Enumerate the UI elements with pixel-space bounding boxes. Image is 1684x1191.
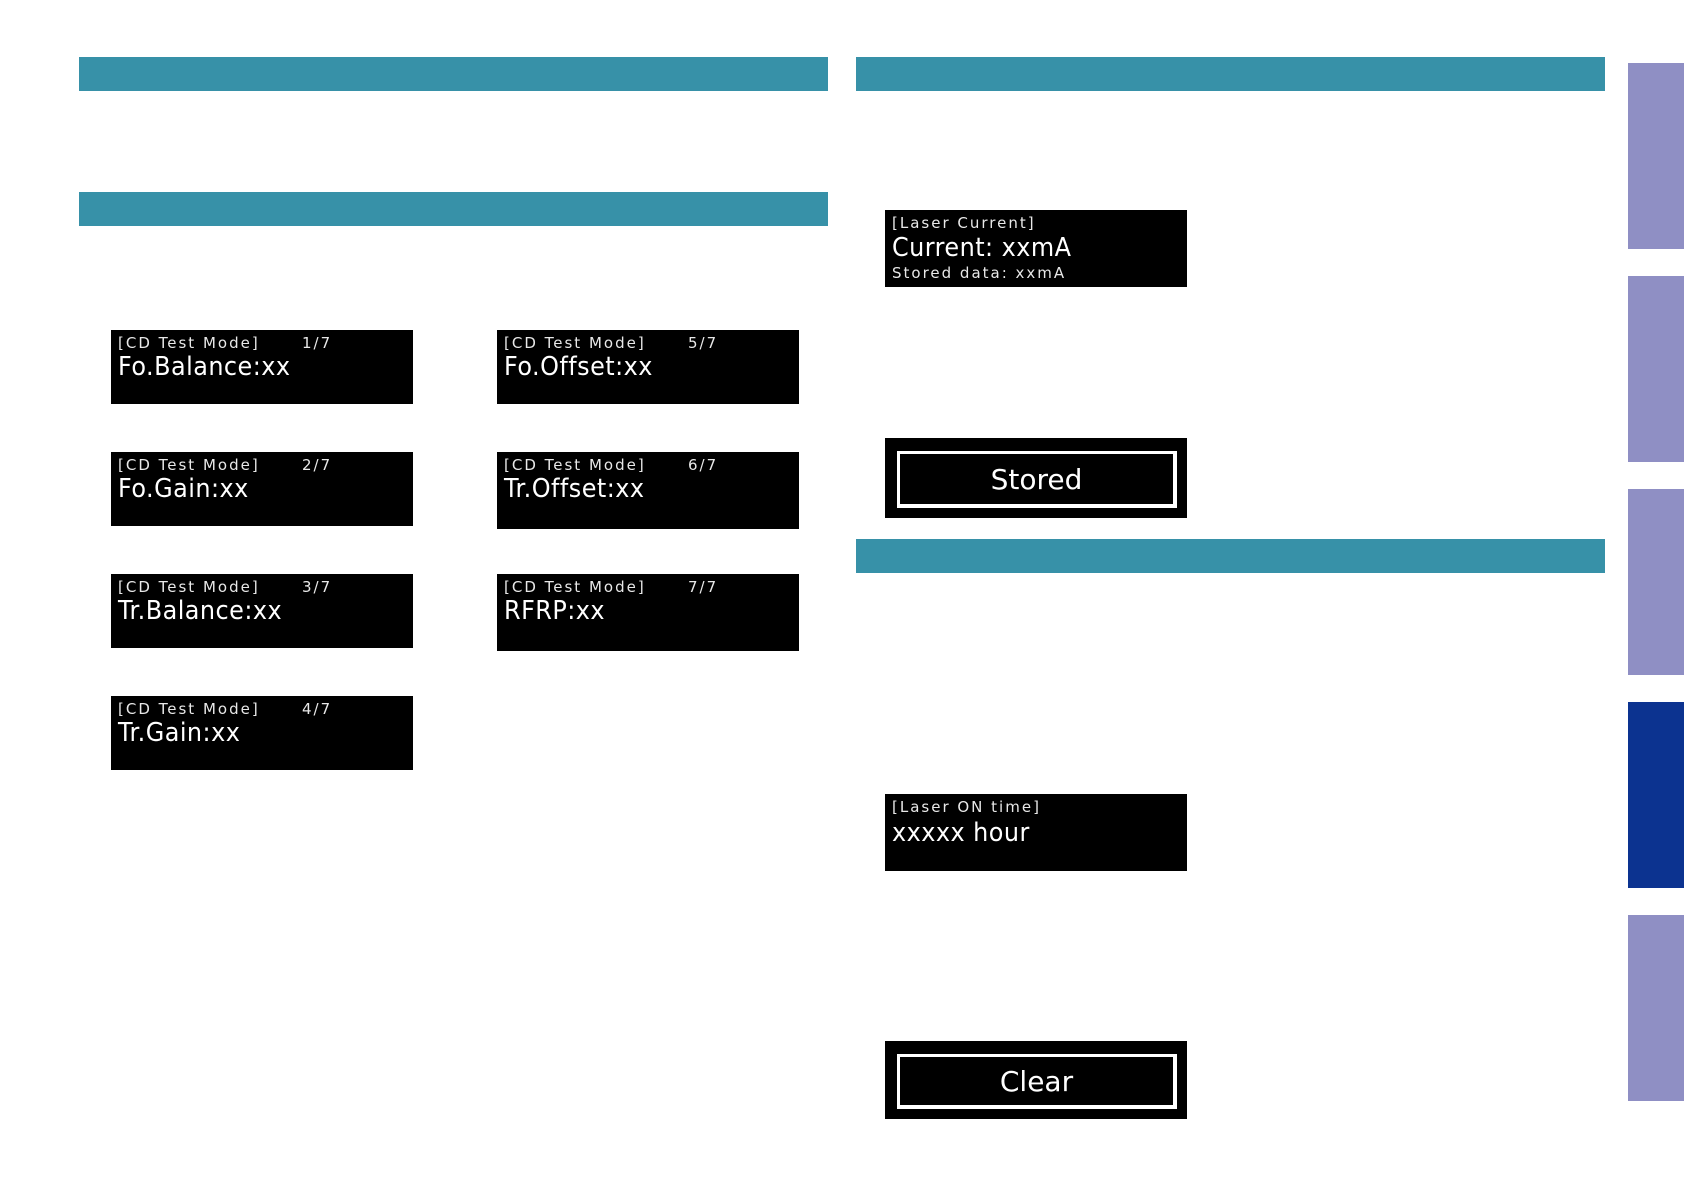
screen-header: [CD Test Mode] — [118, 578, 260, 596]
laser-current-screen: [Laser Current] Current: xxmA Stored dat… — [885, 210, 1187, 287]
screen-page: 7/7 — [688, 578, 719, 596]
screen-header: [CD Test Mode] — [504, 456, 646, 474]
screen-page: 5/7 — [688, 334, 719, 352]
screen-page: 4/7 — [302, 700, 333, 718]
section-bar-right-laser-on-time — [856, 539, 1605, 573]
stored-screen: Stored — [885, 438, 1187, 518]
screen-header: [CD Test Mode] — [504, 334, 646, 352]
laser-current-value: Current: xxmA — [892, 233, 1072, 263]
side-tab-3[interactable] — [1628, 489, 1684, 675]
screen-header: [CD Test Mode] — [504, 578, 646, 596]
laser-current-stored-data: Stored data: xxmA — [892, 264, 1067, 282]
screen-value: Tr.Gain:xx — [118, 718, 241, 748]
screen-header: [CD Test Mode] — [118, 334, 260, 352]
side-tab-4-active[interactable] — [1628, 702, 1684, 888]
cd-test-screen-1: [CD Test Mode] 1/7 Fo.Balance:xx — [111, 330, 413, 404]
screen-header: [CD Test Mode] — [118, 700, 260, 718]
screen-page: 1/7 — [302, 334, 333, 352]
clear-screen: Clear — [885, 1041, 1187, 1119]
screen-value: Fo.Gain:xx — [118, 474, 249, 504]
cd-test-screen-6: [CD Test Mode] 6/7 Tr.Offset:xx — [497, 452, 799, 529]
cd-test-screen-2: [CD Test Mode] 2/7 Fo.Gain:xx — [111, 452, 413, 526]
screen-page: 6/7 — [688, 456, 719, 474]
screen-value: Fo.Balance:xx — [118, 352, 291, 382]
cd-test-screen-4: [CD Test Mode] 4/7 Tr.Gain:xx — [111, 696, 413, 770]
screen-header: [CD Test Mode] — [118, 456, 260, 474]
section-bar-left-top — [79, 57, 828, 91]
screen-value: RFRP:xx — [504, 596, 606, 626]
laser-on-time-value: xxxxx hour — [892, 818, 1030, 848]
screen-page: 3/7 — [302, 578, 333, 596]
side-tab-2[interactable] — [1628, 276, 1684, 462]
screen-value: Tr.Balance:xx — [118, 596, 283, 626]
cd-test-screen-5: [CD Test Mode] 5/7 Fo.Offset:xx — [497, 330, 799, 404]
section-bar-left-cd-test — [79, 192, 828, 226]
side-tab-1[interactable] — [1628, 63, 1684, 249]
screen-header: [Laser Current] — [892, 214, 1036, 232]
stored-button[interactable]: Stored — [897, 451, 1177, 508]
clear-button[interactable]: Clear — [897, 1054, 1177, 1109]
cd-test-screen-7: [CD Test Mode] 7/7 RFRP:xx — [497, 574, 799, 651]
cd-test-screen-3: [CD Test Mode] 3/7 Tr.Balance:xx — [111, 574, 413, 648]
side-tab-5[interactable] — [1628, 915, 1684, 1101]
screen-value: Tr.Offset:xx — [504, 474, 645, 504]
screen-page: 2/7 — [302, 456, 333, 474]
laser-on-time-screen: [Laser ON time] xxxxx hour — [885, 794, 1187, 871]
screen-value: Fo.Offset:xx — [504, 352, 653, 382]
section-bar-right-laser-current — [856, 57, 1605, 91]
screen-header: [Laser ON time] — [892, 798, 1041, 816]
